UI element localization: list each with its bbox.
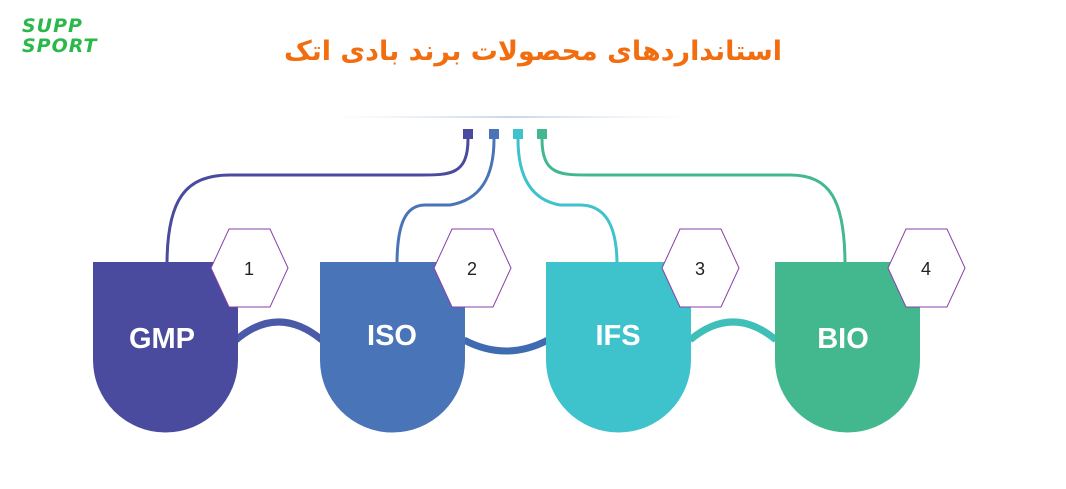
hexagon-badge-2: [433, 228, 512, 308]
badge-number-4: 4: [921, 259, 931, 279]
node-shape-iso: [320, 262, 465, 433]
hexagon-badge-1: [210, 228, 289, 308]
connector-square-1: [463, 129, 473, 139]
top-faint-line: [330, 116, 690, 118]
badge-number-3: 3: [695, 259, 705, 279]
connector-line-4: [540, 138, 847, 266]
logo-line-2: SPORT: [22, 35, 98, 57]
logo-line-1: SUPP: [22, 15, 83, 37]
node-label-bio: BIO: [817, 323, 869, 355]
connector-line-1: [165, 138, 470, 266]
supp-sport-logo: SUPP SPORT: [22, 16, 98, 56]
connector-square-3: [513, 129, 523, 139]
hexagon-badge-3: [661, 228, 740, 308]
connector-square-4: [537, 129, 547, 139]
connector-line-3: [516, 138, 619, 266]
node-label-gmp: GMP: [129, 323, 195, 355]
node-shape-bio: [775, 262, 920, 433]
node-label-ifs: IFS: [595, 320, 640, 352]
link-1-2: [233, 318, 325, 343]
link-2-3: [462, 336, 550, 355]
badge-number-2: 2: [467, 259, 477, 279]
badge-number-1: 1: [244, 259, 254, 279]
node-shape-gmp: [93, 262, 238, 433]
connector-square-2: [489, 129, 499, 139]
node-shape-ifs: [546, 262, 691, 433]
node-label-iso: ISO: [367, 320, 417, 352]
page-title: استانداردهای محصولات برند بادی اتک: [283, 36, 783, 67]
connector-line-2: [395, 138, 496, 266]
hexagon-badge-4: [887, 228, 966, 308]
link-3-4: [687, 318, 779, 343]
